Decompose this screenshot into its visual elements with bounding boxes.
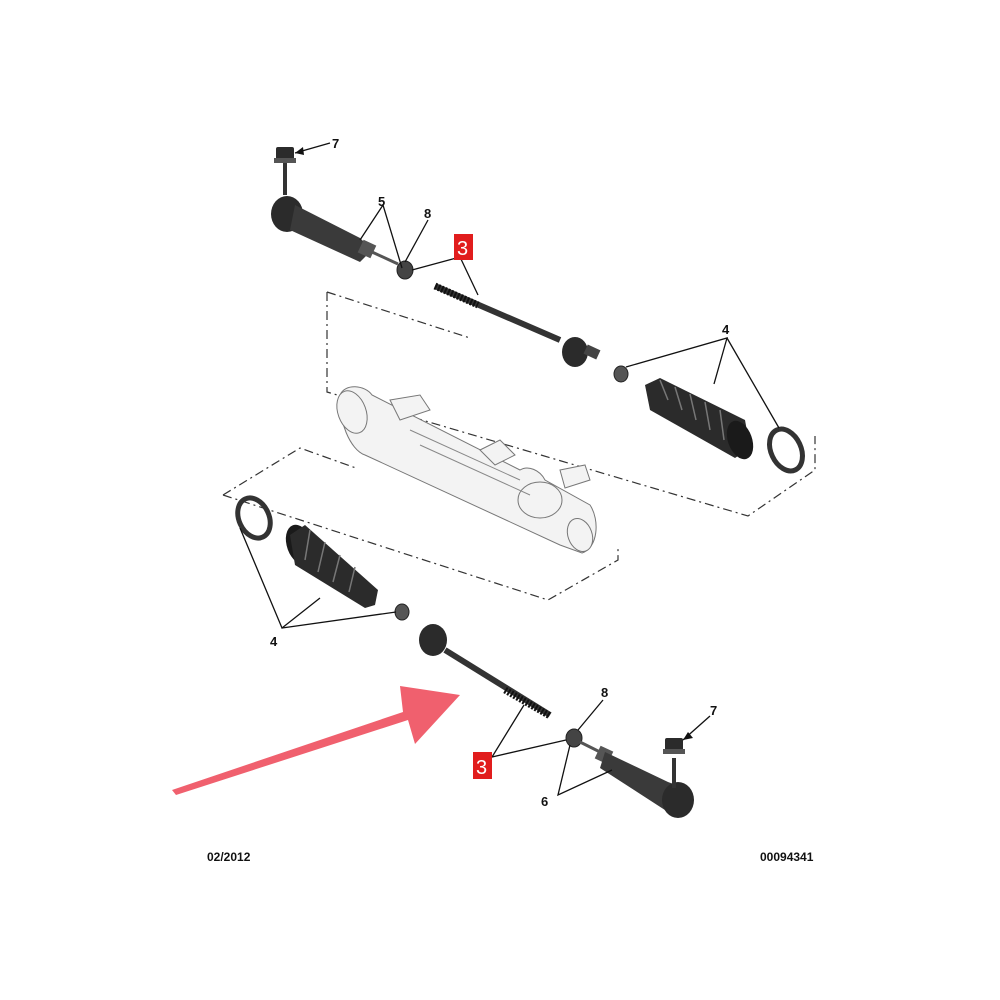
callout-4-bottom: 4 — [270, 634, 278, 649]
dashed-frame-lower — [222, 447, 357, 496]
footer-reference: 00094341 — [760, 850, 814, 864]
thread-bottom-outer — [579, 740, 601, 754]
callout-3-top-badge — [454, 234, 473, 260]
dashed-frame-lower-2 — [222, 494, 619, 601]
dashed-frame-upper — [326, 292, 816, 517]
boot-clamp-bottom — [394, 603, 410, 621]
locknut-bottom — [565, 728, 583, 748]
callout-8-top: 8 — [424, 206, 431, 221]
inner-tie-rod-bottom — [419, 624, 552, 720]
callout-7-bottom: 7 — [710, 703, 717, 718]
tie-rod-end-top — [271, 196, 377, 262]
boot-clamp-top — [613, 365, 629, 383]
callout-7-top: 7 — [332, 136, 339, 151]
footer-date: 02/2012 — [207, 850, 251, 864]
steering-rack-housing — [336, 386, 597, 554]
callout-6: 6 — [541, 794, 548, 809]
highlight-arrow — [172, 686, 460, 795]
tie-rod-end-bottom — [594, 745, 694, 818]
callout-3-top: 3 — [457, 238, 468, 260]
steering-boot-bottom — [285, 524, 378, 608]
callout-8-bottom: 8 — [601, 685, 608, 700]
clamp-ring-top — [767, 426, 805, 474]
callout-3-bottom-badge — [473, 752, 492, 779]
nut-top — [274, 147, 296, 163]
clamp-ring-bottom — [235, 495, 273, 541]
nut-bottom — [663, 738, 685, 754]
callout-3-bottom: 3 — [476, 757, 487, 779]
locknut-top — [396, 260, 414, 280]
thread-top-outer — [371, 250, 399, 266]
dashed-frame-upper-top — [326, 291, 471, 339]
inner-tie-rod-top — [433, 282, 601, 367]
callout-5: 5 — [378, 194, 385, 209]
callout-4-top: 4 — [722, 322, 730, 337]
steering-boot-top — [645, 378, 754, 460]
